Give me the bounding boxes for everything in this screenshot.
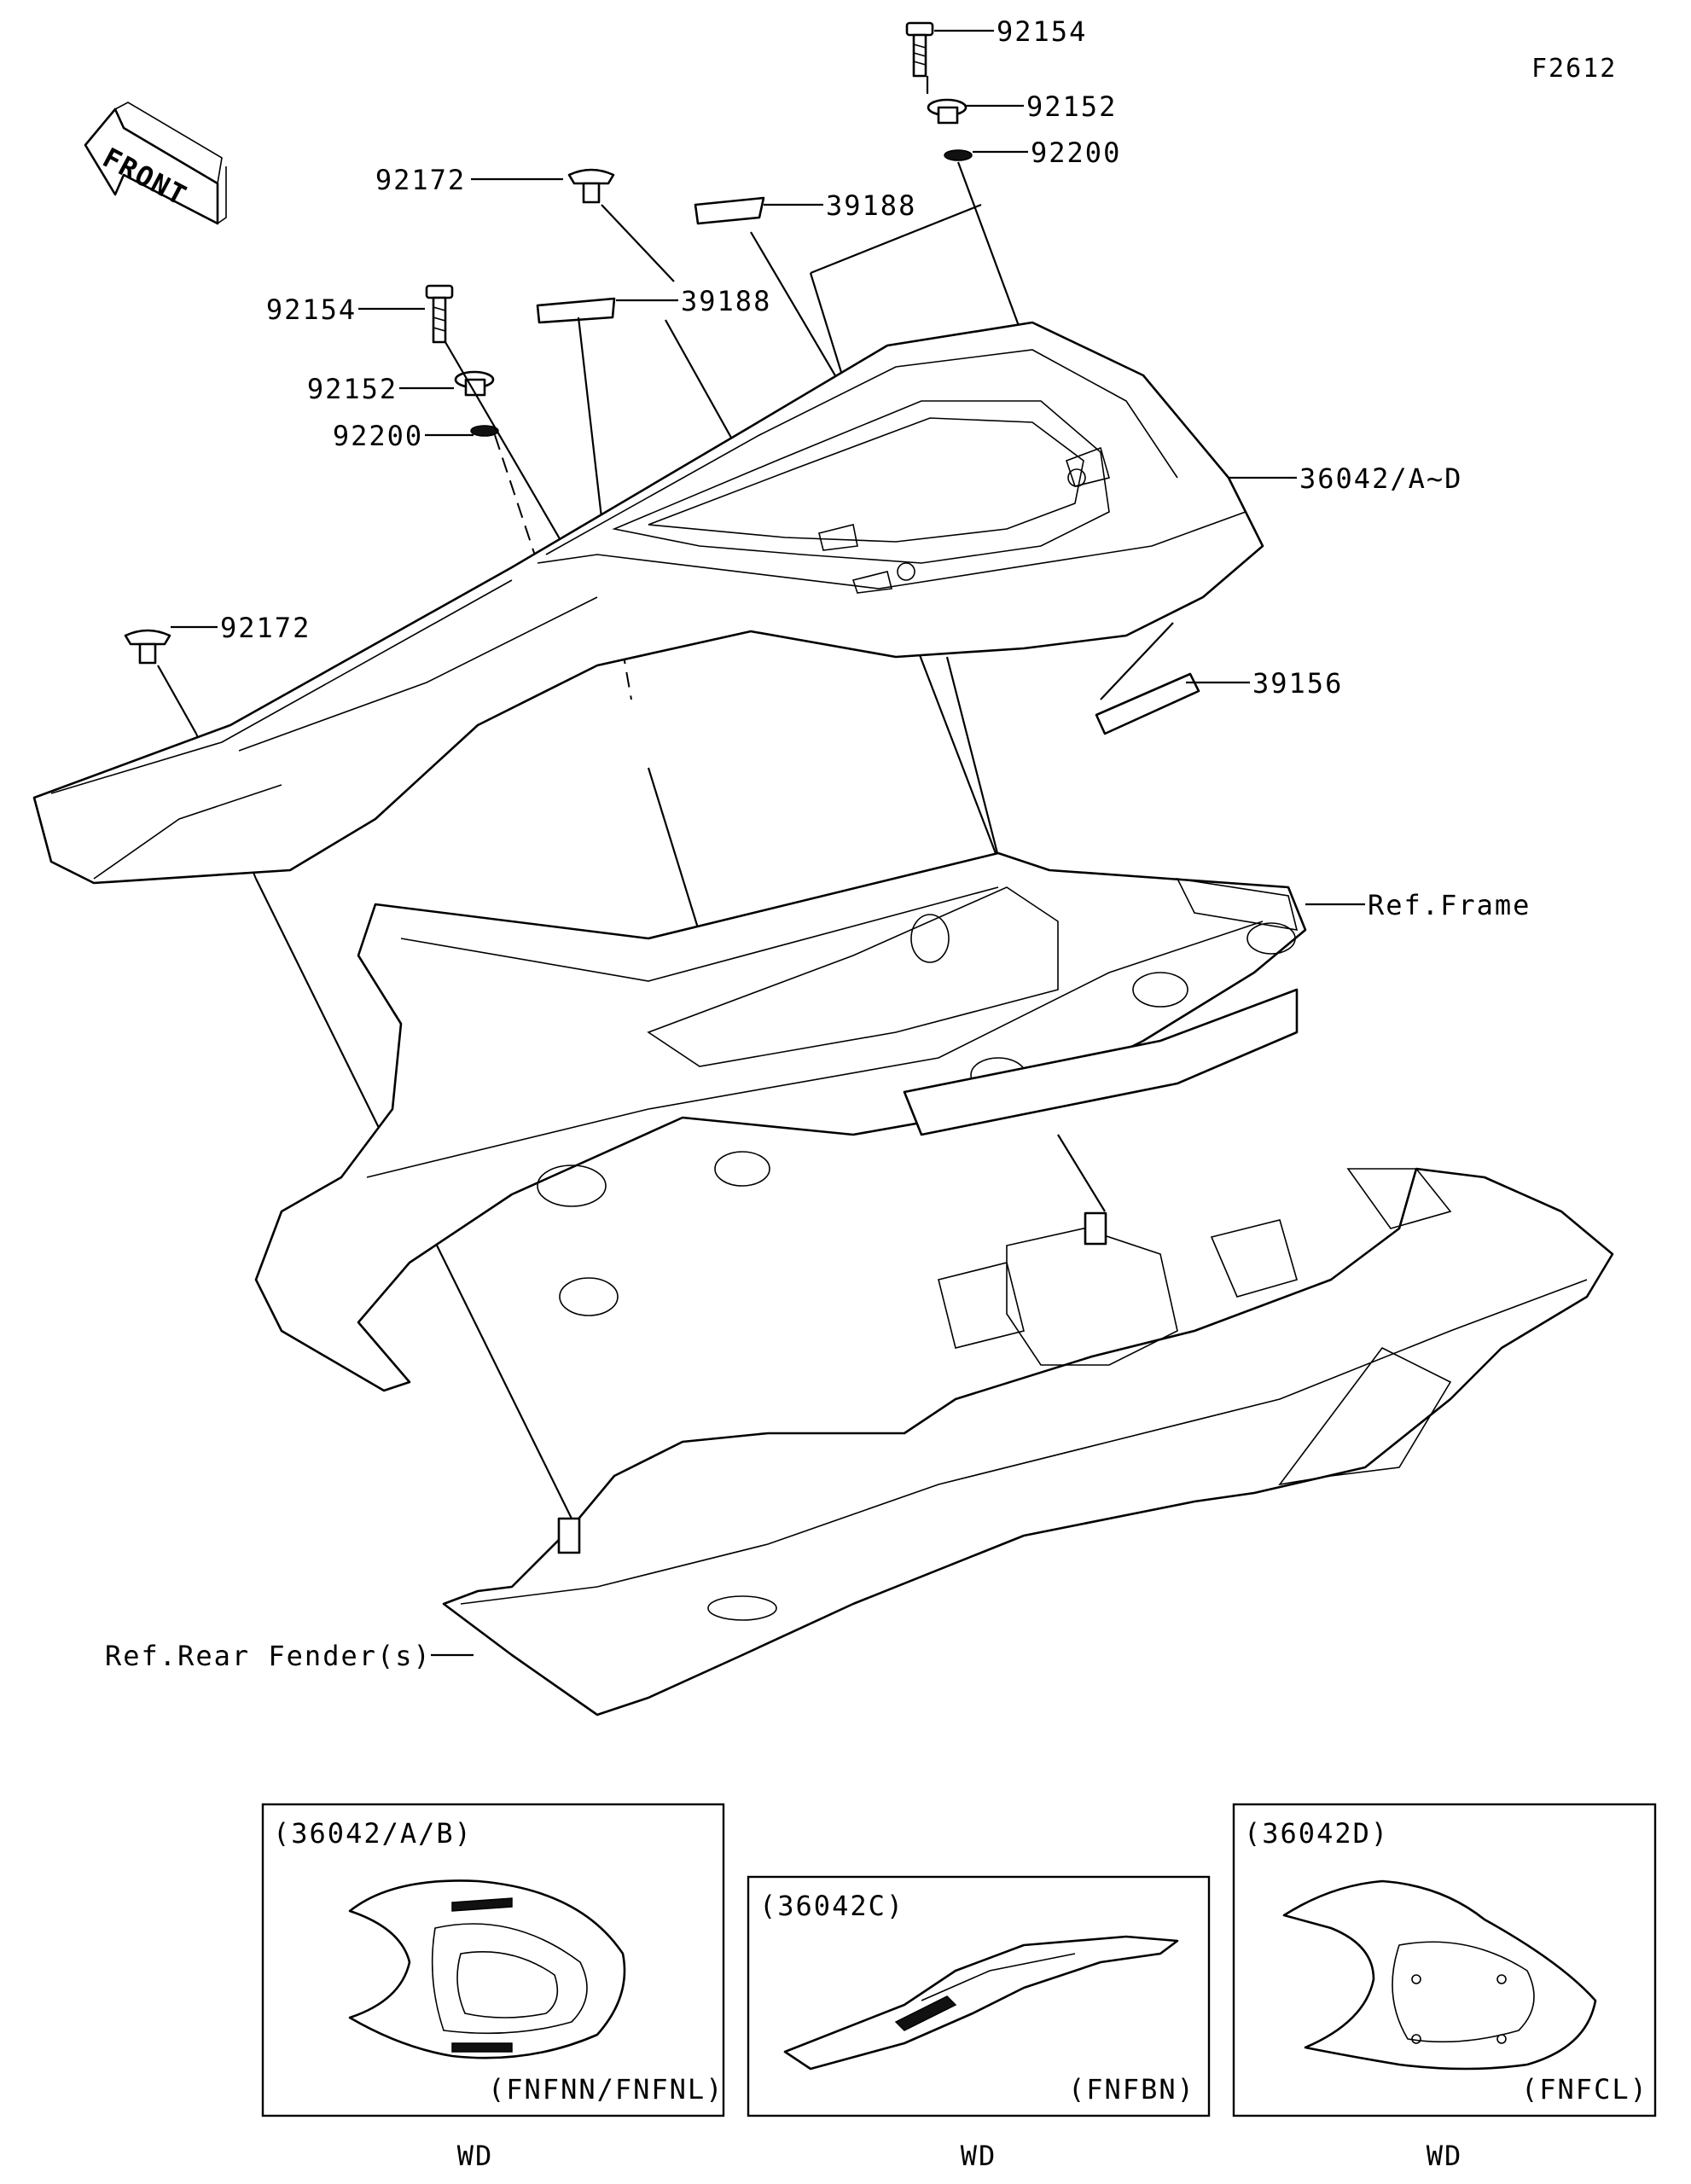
figure-code: F2612 — [1531, 54, 1617, 84]
front-arrow-icon: FRONT — [84, 102, 227, 225]
callout-36042: 36042/A~D — [1299, 462, 1462, 495]
collar-icon — [927, 98, 968, 125]
variant-code: (FNFCL) — [1521, 2073, 1648, 2106]
bolt-icon — [425, 284, 454, 344]
variant-code: (FNFBN) — [1068, 2073, 1195, 2106]
variant-part: (36042C) — [759, 1890, 904, 1922]
grommet-icon — [944, 149, 973, 161]
variant-box-ab: (36042/A/B) (FNFNN/FNFNL) — [261, 1803, 725, 2117]
grommet-icon — [470, 425, 499, 437]
rear-fender-ref-part — [442, 1167, 1614, 1716]
label-sticker-icon — [694, 196, 765, 225]
callout-39188-mid: 39188 — [681, 285, 771, 317]
variant-box-c: (36042C) (FNFBN) — [747, 1875, 1211, 2117]
callout-92200-left: 92200 — [333, 420, 423, 452]
callout-92200-top: 92200 — [1031, 136, 1121, 169]
callout-92152-top: 92152 — [1026, 90, 1117, 123]
callout-92152-left: 92152 — [307, 373, 398, 405]
callout-92154-top: 92154 — [997, 15, 1087, 48]
callout-ref-rear-fender: Ref.Rear Fender(s) — [105, 1640, 432, 1672]
callout-92172-upper: 92172 — [375, 164, 466, 196]
variant-code: (FNFNN/FNFNL) — [488, 2073, 723, 2106]
callout-39188-top: 39188 — [826, 189, 916, 222]
callout-39156: 39156 — [1252, 667, 1343, 700]
callout-92172-left: 92172 — [220, 612, 311, 644]
label-sticker-icon — [536, 297, 616, 324]
variant-part: (36042/A/B) — [273, 1817, 473, 1850]
screw-icon — [567, 168, 615, 204]
variant-box-d: (36042D) (FNFCL) — [1232, 1803, 1657, 2117]
frame-ref-part — [254, 851, 1307, 1392]
bolt-icon — [905, 21, 934, 78]
variant-part: (36042D) — [1244, 1817, 1389, 1850]
label-sticker-icon — [1095, 672, 1200, 735]
callout-92154-left: 92154 — [266, 293, 357, 326]
variant-caption: WD — [457, 2140, 494, 2172]
screw-icon — [124, 629, 171, 665]
callout-ref-frame: Ref.Frame — [1368, 889, 1531, 921]
seat-cover-part — [32, 321, 1264, 885]
variant-caption: WD — [1427, 2140, 1463, 2172]
variant-caption: WD — [961, 2140, 997, 2172]
